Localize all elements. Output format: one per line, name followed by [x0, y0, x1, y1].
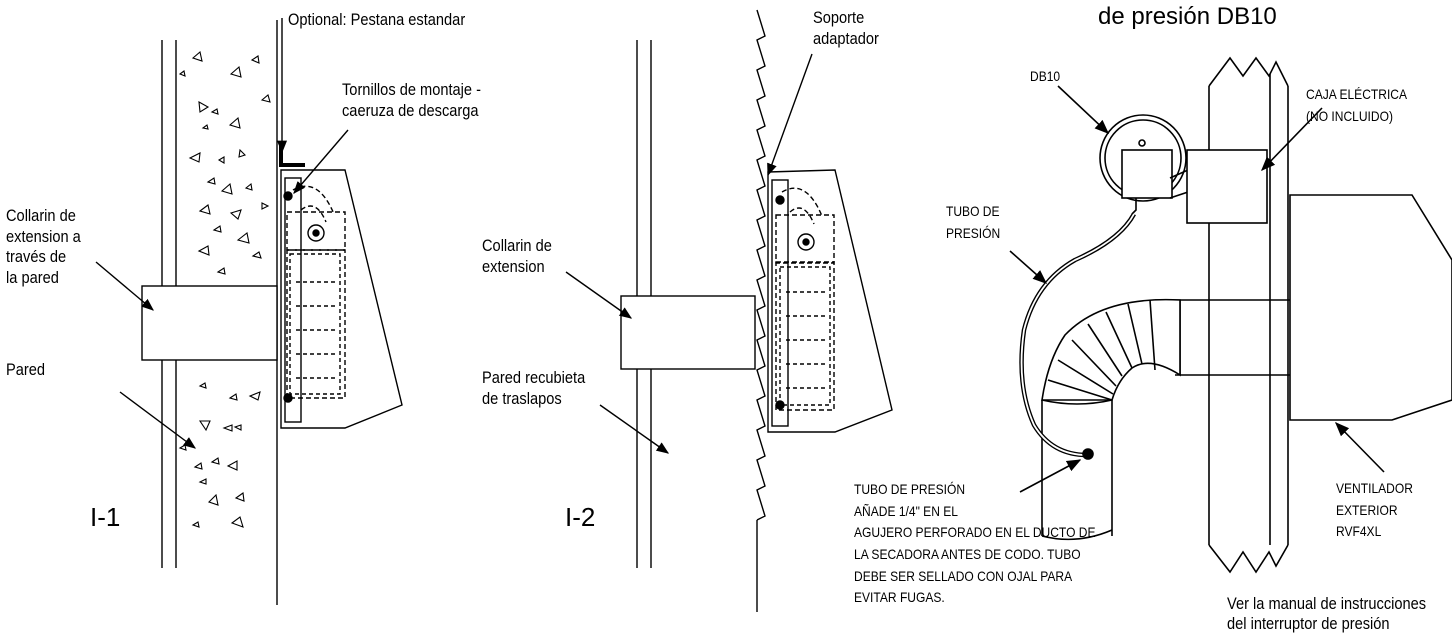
label-extension-collar: Collarin de extension [482, 236, 552, 276]
label-through-wall-collar: Collarin de extension a través de la par… [6, 206, 81, 288]
extension-collar [620, 295, 756, 370]
discharge-hood [280, 169, 403, 429]
figure-i1-drawing [95, 18, 403, 605]
dryer-duct-vertical [1041, 399, 1113, 541]
label-electrical-box: CAJA ELÉCTRICA (NO INCLUIDO) [1306, 86, 1408, 124]
label-wall: Pared [6, 360, 46, 379]
wall-collar [141, 285, 278, 361]
exterior-vent-hood [1289, 194, 1452, 421]
figure-label-i1: I-1 [90, 502, 121, 532]
concrete-aggregate [178, 50, 271, 528]
label-pressure-tube-note: TUBO DE PRESIÓN AÑADE 1/4" EN EL AGUJERO… [854, 481, 1096, 606]
duct-elbow [1041, 298, 1181, 401]
label-exterior-vent: VENTILADOR EXTERIOR RVF4XL [1336, 480, 1413, 540]
electrical-box [1186, 149, 1268, 224]
figure-label-i2: I-2 [565, 502, 596, 532]
pressure-tube-grommet [1082, 448, 1094, 460]
label-lap-siding-wall: Pared recubieta de traslapos [482, 368, 586, 408]
mounting-screw-top [283, 191, 293, 201]
standard-flange [279, 143, 305, 167]
exterior-wall [1208, 56, 1289, 574]
discharge-hood-i2 [767, 169, 893, 433]
label-see-manual: Ver la manual de instrucciones del inter… [1227, 594, 1427, 633]
label-db10: DB10 [1030, 68, 1061, 84]
mounting-screw-bottom [283, 393, 293, 403]
db10-drawing [1009, 56, 1452, 574]
label-adapter-bracket: Soporte adaptador [813, 8, 879, 48]
diagram-title: de presión DB10 [1098, 3, 1277, 30]
figure-i2-drawing [565, 9, 893, 612]
label-optional-flange: Optional: Pestana estandar [288, 10, 466, 29]
label-mounting-screws: Tornillos de montaje - caeruza de descar… [342, 80, 481, 120]
label-pressure-tube: TUBO DE PRESIÓN [946, 203, 1001, 241]
db10-pressure-switch [1099, 114, 1189, 215]
